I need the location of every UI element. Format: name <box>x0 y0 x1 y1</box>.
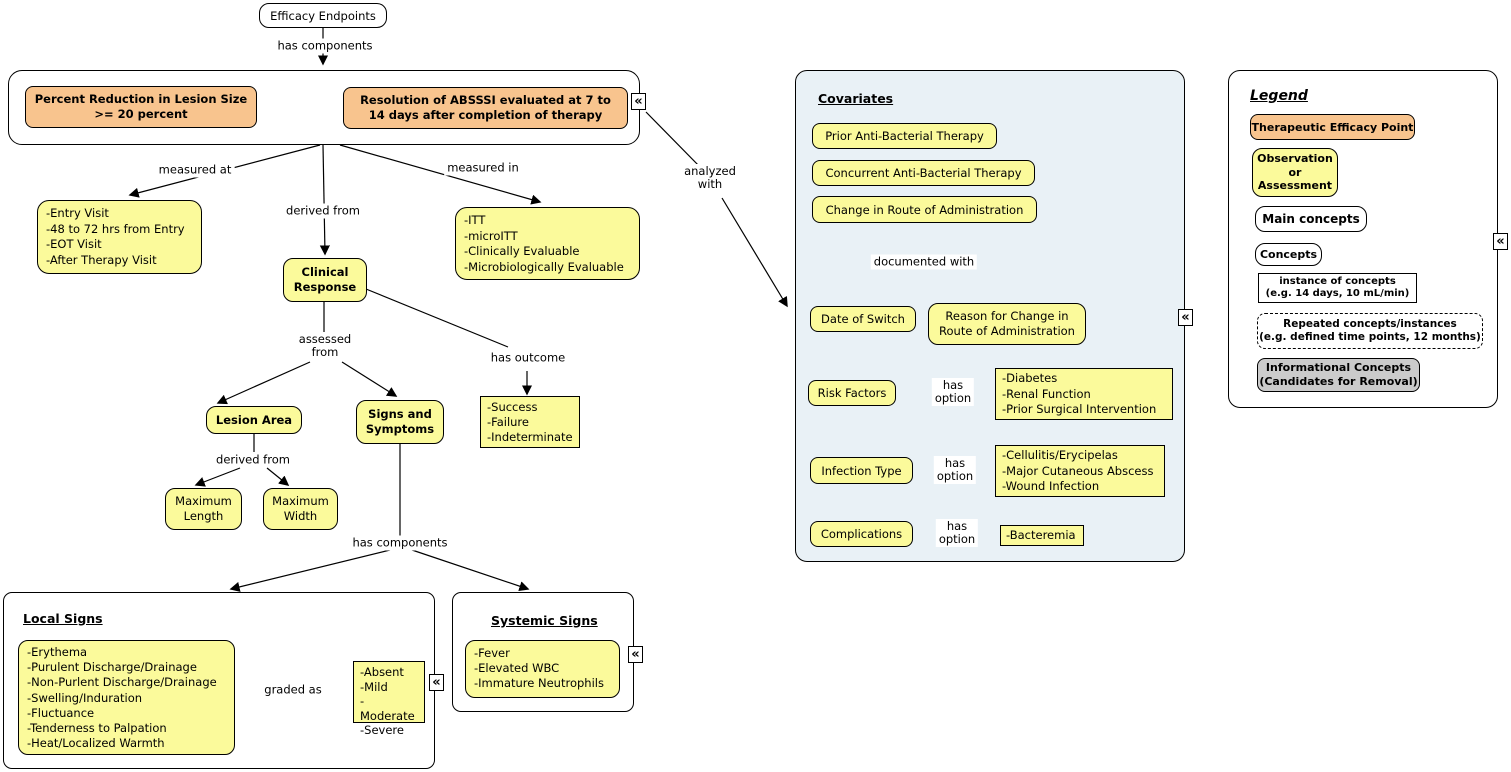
node-systemic-signs-list[interactable]: -Fever -Elevated WBC -Immature Neutrophi… <box>465 640 620 698</box>
node-efficacy-endpoints[interactable]: Efficacy Endpoints <box>259 3 387 28</box>
connector-assessed-to-signs <box>341 361 398 397</box>
link-label-has-components-2[interactable]: has components <box>349 535 451 551</box>
node-grade-levels[interactable]: -Absent -Mild -Moderate -Severe <box>353 661 425 737</box>
link-label-has-components[interactable]: has components <box>274 38 376 54</box>
node-complications[interactable]: Complications <box>810 521 913 547</box>
link-label-measured-at[interactable]: measured at <box>155 162 235 178</box>
node-prior-antibacterial-therapy[interactable]: Prior Anti-Bacterial Therapy <box>812 123 997 149</box>
legend-observation-or-assessment[interactable]: Observation or Assessment <box>1252 148 1338 197</box>
node-risk-factor-options[interactable]: -Diabetes -Renal Function -Prior Surgica… <box>995 368 1173 420</box>
node-lesion-area[interactable]: Lesion Area <box>206 406 302 434</box>
connector-to-max-width <box>266 467 290 486</box>
connector-to-systemic-signs <box>411 549 530 592</box>
node-resolution-absssi[interactable]: Resolution of ABSSSI evaluated at 7 to 1… <box>343 87 628 129</box>
legend-concepts[interactable]: Concepts <box>1255 243 1322 266</box>
connector-derived-from-clinical <box>319 144 330 256</box>
connector-assessed-to-lesion <box>216 361 311 405</box>
node-reason-for-change[interactable]: Reason for Change in Route of Administra… <box>928 303 1086 345</box>
collapse-annotation-icon[interactable]: « <box>628 646 643 663</box>
connector-to-max-length <box>194 467 241 487</box>
link-label-derived-from-2[interactable]: derived from <box>213 452 293 468</box>
legend-main-concepts[interactable]: Main concepts <box>1255 206 1367 232</box>
node-infection-type[interactable]: Infection Type <box>810 457 913 484</box>
connector-has-outcome-diag <box>365 288 509 348</box>
link-label-has-outcome[interactable]: has outcome <box>487 350 569 366</box>
node-analysis-populations[interactable]: -ITT -microITT -Clinically Evaluable -Mi… <box>455 207 640 280</box>
covariates-title: Covariates <box>818 91 894 106</box>
legend-repeated-concepts[interactable]: Repeated concepts/instances (e.g. define… <box>1257 313 1483 349</box>
node-percent-reduction[interactable]: Percent Reduction in Lesion Size >= 20 p… <box>25 86 257 128</box>
node-risk-factors[interactable]: Risk Factors <box>808 380 896 406</box>
legend-title: Legend <box>1250 88 1308 104</box>
link-label-has-option-risk[interactable]: has option <box>931 378 975 406</box>
node-infection-type-options[interactable]: -Cellulitis/Erycipelas -Major Cutaneous … <box>995 445 1165 497</box>
link-label-has-option-complications[interactable]: has option <box>935 519 979 547</box>
systemic-signs-title: Systemic Signs <box>491 613 598 628</box>
link-label-has-option-infection[interactable]: has option <box>933 456 977 484</box>
legend-therapeutic-efficacy-point[interactable]: Therapeutic Efficacy Point <box>1250 114 1415 140</box>
collapse-annotation-icon[interactable]: « <box>1493 233 1508 250</box>
link-label-assessed-from[interactable]: assessed from <box>295 332 355 360</box>
node-signs-and-symptoms[interactable]: Signs and Symptoms <box>356 400 444 444</box>
link-label-graded-as[interactable]: graded as <box>261 682 325 698</box>
node-outcomes[interactable]: -Success -Failure -Indeterminate <box>480 396 580 448</box>
node-change-in-route[interactable]: Change in Route of Administration <box>812 196 1037 223</box>
node-local-signs-list[interactable]: -Erythema -Purulent Discharge/Drainage -… <box>18 640 235 755</box>
node-visit-times[interactable]: -Entry Visit -48 to 72 hrs from Entry -E… <box>37 200 202 274</box>
link-label-measured-in[interactable]: measured in <box>444 160 522 176</box>
connector-analyzed-with-b <box>721 197 788 308</box>
local-signs-title: Local Signs <box>23 611 103 626</box>
node-maximum-width[interactable]: Maximum Width <box>263 488 338 530</box>
link-label-documented-with[interactable]: documented with <box>870 254 978 270</box>
connector-analyzed-with-a <box>645 111 704 171</box>
legend-instance-of-concepts[interactable]: instance of concepts (e.g. 14 days, 10 m… <box>1258 273 1417 303</box>
collapse-annotation-icon[interactable]: « <box>429 674 444 691</box>
node-date-of-switch[interactable]: Date of Switch <box>810 306 916 332</box>
node-clinical-response[interactable]: Clinical Response <box>283 258 367 302</box>
node-complication-options[interactable]: -Bacteremia <box>1000 525 1084 546</box>
link-label-analyzed-with[interactable]: analyzed with <box>681 164 739 192</box>
collapse-annotation-icon[interactable]: « <box>631 93 646 110</box>
collapse-annotation-icon[interactable]: « <box>1178 309 1193 326</box>
node-maximum-length[interactable]: Maximum Length <box>165 488 242 530</box>
node-concurrent-antibacterial-therapy[interactable]: Concurrent Anti-Bacterial Therapy <box>812 160 1035 186</box>
link-label-derived-from[interactable]: derived from <box>283 203 363 219</box>
legend-informational-concepts[interactable]: Informational Concepts (Candidates for R… <box>1257 358 1420 392</box>
connector-to-local-signs <box>229 549 391 592</box>
